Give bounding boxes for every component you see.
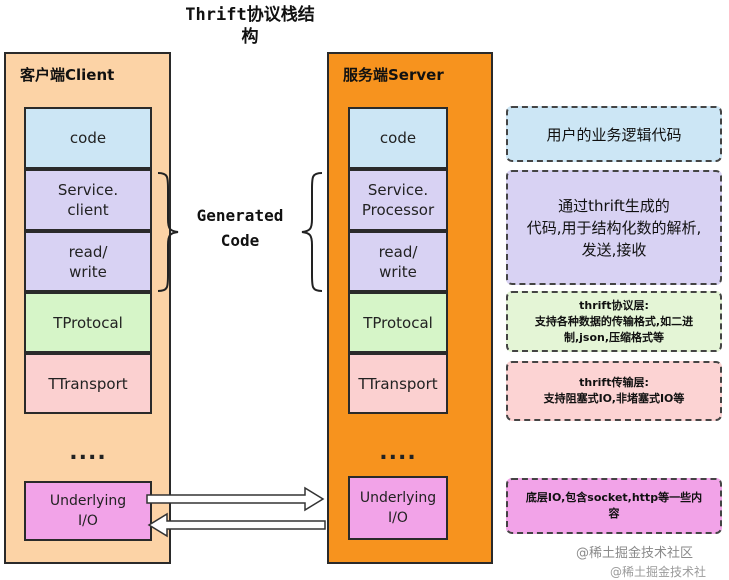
note-underlying-io-text: 底层IO,包含socket,http等一些内 容 <box>525 491 703 520</box>
client-io-layer: Underlying I/O <box>24 481 152 541</box>
diagram-title: Thrift协议栈结 构 <box>150 4 350 48</box>
server-io-layer: Underlying I/O <box>348 476 448 540</box>
diagram-title-line1: Thrift协议栈结 <box>185 5 315 25</box>
client-transport-layer: TTransport <box>24 353 152 414</box>
server-ellipsis: .... <box>379 440 417 465</box>
client-protocol-label: TProtocal <box>53 313 123 332</box>
note-user-code-text: 用户的业务逻辑代码 <box>546 125 682 144</box>
arrow-left-icon <box>147 512 326 538</box>
client-readwrite-label: read/ write <box>68 242 108 281</box>
note-underlying-io: 底层IO,包含socket,http等一些内 容 <box>506 478 722 534</box>
client-protocol-layer: TProtocal <box>24 292 152 353</box>
note-transport-layer: thrift传输层: 支持阻塞式IO,非堵塞式IO等 <box>506 361 722 421</box>
generated-code-braces <box>157 172 323 292</box>
client-service-layer: Service. client <box>24 169 152 231</box>
server-protocol-layer: TProtocal <box>348 292 448 353</box>
client-readwrite-layer: read/ write <box>24 231 152 292</box>
client-io-label: Underlying I/O <box>49 493 127 529</box>
note-generated-code-text: 通过thrift生成的 代码,用于结构化数的解析, 发送,接收 <box>526 196 702 259</box>
client-code-layer: code <box>24 107 152 169</box>
watermark-secondary: @稀土掘金技术社 <box>610 565 707 579</box>
client-transport-label: TTransport <box>48 374 128 393</box>
server-code-layer: code <box>348 107 448 169</box>
note-protocol-text: thrift协议层: 支持各种数据的传输格式,如二进 制,json,压缩格式等 <box>534 298 694 344</box>
generated-code-line1: Generated <box>196 206 284 225</box>
note-transport-text: thrift传输层: 支持阻塞式IO,非堵塞式IO等 <box>543 376 685 405</box>
note-user-code: 用户的业务逻辑代码 <box>506 106 722 162</box>
server-service-label: Service. Processor <box>361 181 435 219</box>
client-panel-title: 客户端Client <box>20 66 115 84</box>
client-service-label: Service. client <box>57 181 119 219</box>
server-code-label: code <box>379 129 417 147</box>
client-ellipsis: .... <box>69 440 107 465</box>
client-code-label: code <box>69 129 107 147</box>
note-protocol-layer: thrift协议层: 支持各种数据的传输格式,如二进 制,json,压缩格式等 <box>506 291 722 352</box>
server-service-layer: Service. Processor <box>348 169 448 231</box>
server-readwrite-label: read/ write <box>378 242 418 281</box>
server-io-label: Underlying I/O <box>359 490 437 526</box>
diagram-title-line2: 构 <box>241 27 259 47</box>
right-brace-icon <box>301 172 323 292</box>
server-readwrite-layer: read/ write <box>348 231 448 292</box>
watermark: @稀土掘金技术社区 <box>576 546 694 561</box>
server-transport-layer: TTransport <box>348 353 448 414</box>
left-brace-icon <box>157 172 179 292</box>
generated-code-line2: Code <box>220 231 260 250</box>
server-transport-label: TTransport <box>358 374 438 393</box>
io-arrows <box>146 486 326 538</box>
server-protocol-label: TProtocal <box>363 313 433 332</box>
arrow-right-icon <box>146 486 325 512</box>
note-generated-code: 通过thrift生成的 代码,用于结构化数的解析, 发送,接收 <box>506 170 722 285</box>
generated-code-label: Generated Code <box>180 203 300 253</box>
server-panel-title: 服务端Server <box>343 66 444 84</box>
